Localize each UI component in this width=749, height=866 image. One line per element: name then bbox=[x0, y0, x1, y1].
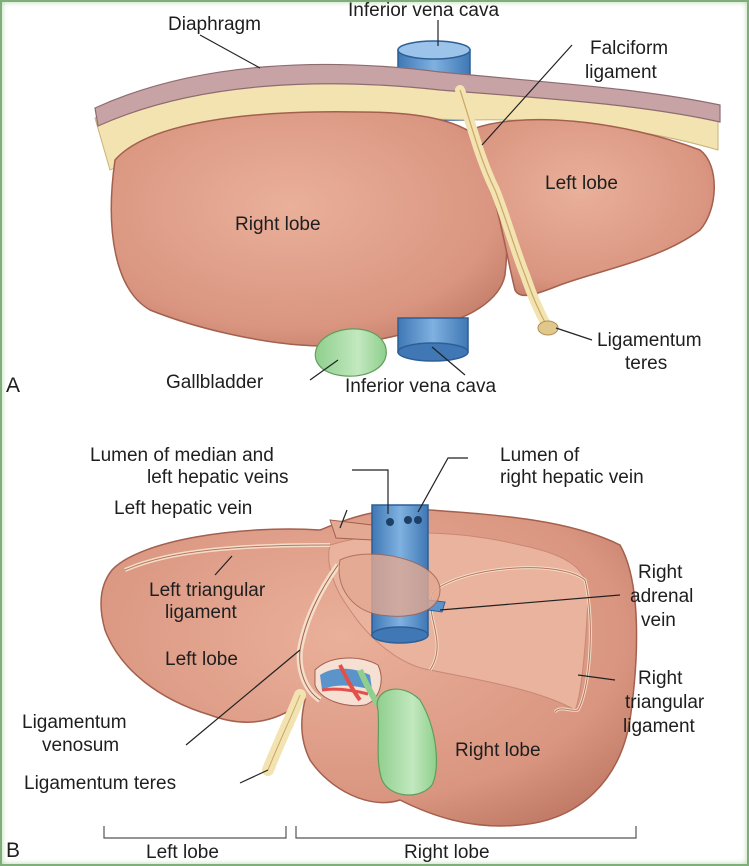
label-left-lobe-b: Left lobe bbox=[165, 649, 238, 670]
ligamentum-teres-tip bbox=[537, 320, 559, 336]
label-falciform-2: ligament bbox=[585, 62, 657, 83]
panel-b-leaders bbox=[185, 457, 621, 784]
label-ligamentum-venosum-2: venosum bbox=[42, 735, 120, 756]
label-right-triangular-3: ligament bbox=[623, 716, 695, 737]
panel-letter-a: A bbox=[6, 374, 21, 397]
right-lobe-a bbox=[110, 111, 508, 347]
label-ligamentum-teres-a-1: Ligamentum bbox=[597, 330, 702, 351]
panel-letter-b: B bbox=[6, 839, 21, 862]
gallbladder-a bbox=[314, 328, 387, 377]
label-right-triangular-1: Right bbox=[638, 668, 683, 689]
lobe-brackets bbox=[103, 826, 637, 839]
label-lumen-median-1: Lumen of median and bbox=[90, 445, 274, 466]
label-left-lobe-a: Left lobe bbox=[545, 173, 618, 194]
gallbladder-b bbox=[376, 688, 438, 796]
diaphragm-band bbox=[94, 63, 721, 127]
label-bracket-right-lobe: Right lobe bbox=[404, 842, 490, 863]
ivc-bottom-vessel bbox=[397, 317, 469, 362]
label-lumen-right-1: Lumen of bbox=[500, 445, 580, 466]
caudate-lobe bbox=[338, 553, 441, 617]
label-bracket-left-lobe: Left lobe bbox=[146, 842, 219, 863]
label-ligamentum-teres-a-2: teres bbox=[625, 353, 668, 374]
left-lobe-a bbox=[468, 118, 715, 297]
label-diaphragm: Diaphragm bbox=[168, 14, 261, 35]
label-left-triangular-1: Left triangular bbox=[149, 580, 266, 601]
label-left-hepatic-vein: Left hepatic vein bbox=[114, 498, 253, 519]
label-right-lobe-b: Right lobe bbox=[455, 740, 541, 761]
panel-a-illustration bbox=[94, 20, 721, 381]
label-lumen-median-2: left hepatic veins bbox=[147, 467, 289, 488]
label-right-adrenal-1: Right bbox=[638, 562, 683, 583]
label-ligamentum-teres-b: Ligamentum teres bbox=[24, 773, 177, 794]
label-ivc-top: Inferior vena cava bbox=[348, 0, 500, 21]
label-right-adrenal-2: adrenal bbox=[630, 586, 694, 607]
label-ligamentum-venosum-1: Ligamentum bbox=[22, 712, 127, 733]
panel-a-leaders bbox=[199, 20, 593, 381]
label-gallbladder: Gallbladder bbox=[166, 372, 264, 393]
label-falciform-1: Falciform bbox=[590, 38, 669, 59]
porta-hepatis-vessels bbox=[314, 657, 382, 707]
label-right-lobe-a: Right lobe bbox=[235, 214, 321, 235]
panel-b-illustration bbox=[100, 457, 638, 839]
label-right-triangular-2: triangular bbox=[625, 692, 705, 713]
label-left-triangular-2: ligament bbox=[165, 602, 237, 623]
label-right-adrenal-3: vein bbox=[641, 610, 676, 631]
label-ivc-bottom: Inferior vena cava bbox=[345, 376, 497, 397]
label-lumen-right-2: right hepatic vein bbox=[500, 467, 644, 488]
